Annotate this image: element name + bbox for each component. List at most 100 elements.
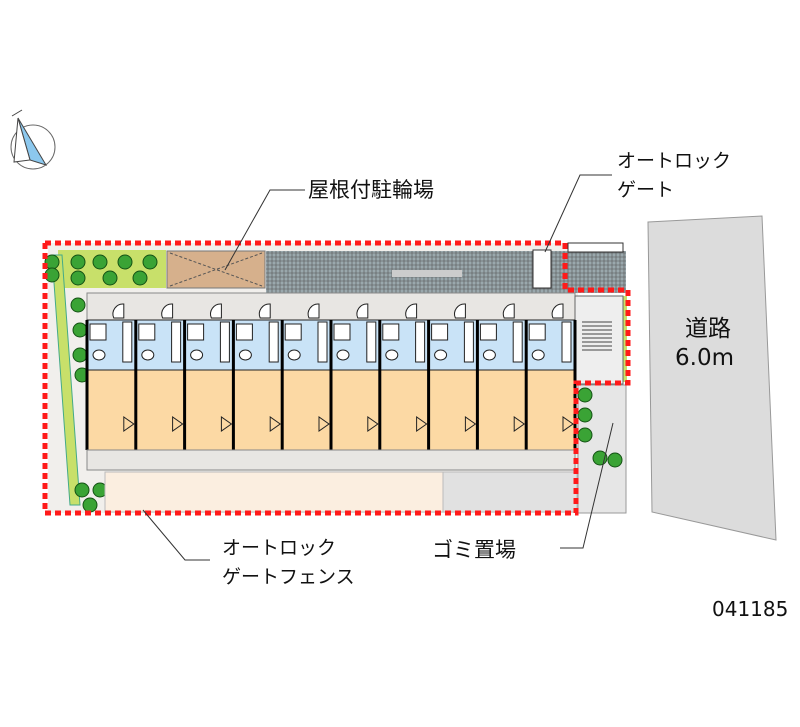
toilet-icon [190,349,204,361]
tree-icon [132,270,148,286]
door-swing-icon [258,303,271,319]
living-room [525,369,576,451]
tree-icon [72,322,88,338]
stairs [574,295,624,385]
kitchen-icon [284,323,302,341]
closet [512,321,523,363]
closet [366,321,377,363]
kitchen-icon [333,323,351,341]
open-area [442,471,578,513]
site-boundary [42,240,631,516]
closet [171,321,182,363]
apartment-unit [427,303,478,451]
apartment-unit [231,303,283,451]
apartment-unit [378,303,430,451]
window-icon [562,416,574,432]
window-icon [513,416,526,432]
apartment-unit [85,303,137,451]
parking-area [104,471,444,513]
road-width-label: 6.0m [675,345,734,371]
toilet-icon [482,349,496,361]
window-icon [367,416,379,432]
living-room [281,369,332,451]
living-room [232,369,283,451]
closet [463,321,474,363]
apartment-unit [475,303,527,451]
road-label-1: 道路 [685,316,731,342]
rear-walkway [86,449,576,471]
closet [415,321,426,363]
kitchen-icon [138,323,156,341]
closet [317,321,328,363]
tree-icon [72,347,88,363]
tree-icon [117,254,133,270]
apartment-unit [280,303,332,451]
tree-icon [82,497,98,513]
living-room [476,369,527,451]
door-swing-icon [405,303,418,319]
tree-icon [577,407,593,423]
tree-icon [74,482,90,498]
garbage-area [577,384,627,514]
door-swing-icon [161,303,174,319]
window-icon [172,416,184,432]
garbage-label: ゴミ置場 [432,538,516,562]
leader-lines [142,174,614,561]
kitchen-icon [89,323,107,341]
apartment-unit [524,303,576,451]
tree-icon [577,427,593,443]
door-swing-icon [356,303,369,319]
window-icon [123,416,135,432]
apartment-units [85,303,577,451]
tree-icon [70,297,86,313]
door-swing-icon [454,303,466,319]
tree-icon [577,387,593,403]
window-icon [318,416,330,432]
tree-icon [70,254,86,270]
window-icon [220,416,233,432]
toilet-icon [434,349,448,361]
window-icon [464,416,477,432]
toilet-icon [336,349,350,361]
living-room [428,369,478,451]
toilet-icon [92,349,106,361]
fence-label-1: オートロック [222,537,337,559]
tree-icon [70,270,86,286]
living-room [330,369,381,451]
autolock-gate-label-1: オートロック [617,150,732,172]
road [647,215,777,541]
window-icon [269,416,282,432]
door-swing-icon [551,303,564,319]
tree-icon [607,452,623,468]
apartment-unit [134,303,186,451]
living-room [379,369,430,451]
window-icon [416,416,428,432]
kitchen-icon [479,323,497,341]
toilet-icon [141,349,155,361]
toilet-icon [531,349,545,361]
fence-label-2: ゲートフェンス [222,566,355,588]
living-room [86,369,137,451]
toilet-icon [238,349,252,361]
kitchen-icon [431,323,449,341]
corridor [86,292,576,321]
autolock-gate [532,249,552,289]
closet [122,321,133,363]
apartment-unit [329,303,381,451]
bicycle-parking-roof [166,250,266,289]
autolock-gate-label-2: ゲート [617,179,675,201]
bicycle-parking-label: 屋根付駐輪場 [308,178,434,202]
north-arrow-icon [10,109,56,170]
tree-icon [102,270,118,286]
tree-icon [92,254,108,270]
closet [268,321,279,363]
kitchen-icon [528,323,546,341]
kitchen-icon [235,323,253,341]
toilet-icon [287,349,301,361]
door-swing-icon [112,303,125,319]
tree-icon [142,254,158,270]
closet [561,321,572,363]
kitchen-icon [382,323,400,341]
living-room [184,369,234,451]
